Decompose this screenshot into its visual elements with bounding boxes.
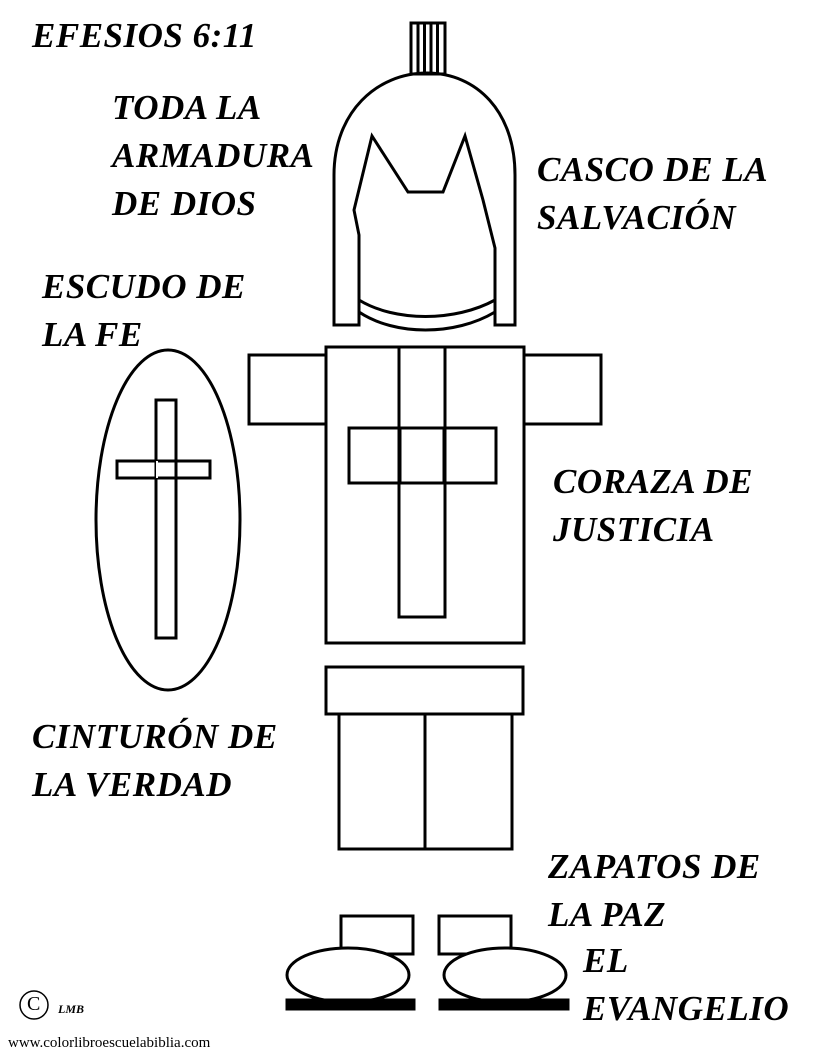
label-helmet-line-2: SALVACIÓN [537,198,736,237]
helmet [332,71,517,332]
heading-block: TODA LA ARMADURA DE DIOS [112,90,314,221]
breastplate [247,345,603,645]
label-helmet-line-1: CASCO DE LA [537,150,769,189]
label-belt: CINTURÓN DE LA VERDAD [32,719,278,802]
label-helmet: CASCO DE LA SALVACIÓN [537,152,768,235]
label-breastplate-line-1: CORAZA DE [553,462,753,501]
tunic-skirt [337,712,514,851]
shield [94,348,242,692]
label-breastplate-line-2: JUSTICIA [553,510,715,549]
heading-line-3: DE DIOS [112,184,257,223]
label-shield: ESCUDO DE LA FE [42,269,246,352]
label-shoes-line-2: LA PAZ [548,895,667,934]
heading-line-1: TODA LA [112,88,262,127]
website-link[interactable]: www.colorlibroescuelabiblia.com [8,1035,211,1051]
shoes-of-peace [285,914,570,1011]
belt-of-truth [324,665,525,716]
page-title: EFESIOS 6:11 [32,16,257,55]
label-belt-line-1: CINTURÓN DE [32,717,278,756]
helmet-plume [409,21,447,76]
heading-line-2: ARMADURA [112,136,315,175]
copyright-circle [19,990,49,1020]
label-shield-line-2: LA FE [42,315,143,354]
label-gospel: EL EVANGELIO [583,943,789,1026]
label-shoes: ZAPATOS DE LA PAZ [548,849,761,932]
label-belt-line-2: LA VERDAD [32,765,232,804]
author-initials: LMB [58,1002,85,1016]
copyright-symbol: C [27,993,41,1015]
label-gospel-line-2: EVANGELIO [583,989,790,1028]
label-breastplate: CORAZA DE JUSTICIA [553,464,753,547]
label-gospel-line-1: EL [583,941,629,980]
label-shoes-line-1: ZAPATOS DE [548,847,761,886]
label-shield-line-1: ESCUDO DE [42,267,246,306]
